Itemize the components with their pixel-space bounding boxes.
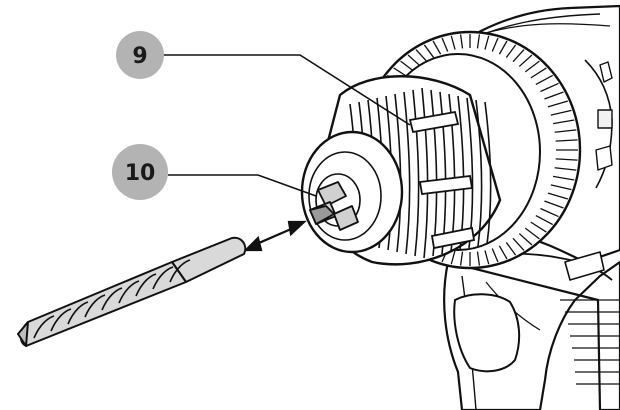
sleeve-rib (403, 91, 411, 255)
collar-rib (512, 237, 525, 251)
collar-rib (555, 158, 578, 161)
collar-rib (459, 34, 464, 49)
collar-rib (484, 250, 490, 265)
collar-rib (505, 44, 517, 58)
collar-rib (441, 37, 449, 52)
chuck-nose (300, 130, 404, 254)
collar-rib (524, 60, 540, 73)
collar-rib (554, 129, 577, 133)
sleeve-rib (421, 87, 429, 259)
bit-flute (169, 259, 191, 283)
bit-flute (67, 301, 89, 325)
collar-rib (550, 184, 572, 191)
collar-rib (544, 91, 564, 100)
collar-rib (407, 54, 422, 67)
bit-flute (118, 280, 140, 304)
bit-flute (84, 294, 106, 318)
collar-rib (498, 245, 508, 260)
collar-rib (491, 248, 499, 263)
callout-10-label: 10 (125, 161, 156, 186)
callout-10: 10 (112, 144, 168, 200)
collar-rib (476, 34, 481, 49)
collar-rib (535, 214, 554, 226)
sleeve-rib (484, 101, 492, 245)
sleeve-rib (412, 89, 420, 257)
collar-rib (518, 233, 533, 246)
chuck-jaws (309, 181, 359, 231)
bit-flute (152, 266, 174, 290)
drill-bit (17, 236, 247, 347)
collar-rib (505, 242, 517, 256)
collar-rib (554, 167, 577, 171)
collar-rib (555, 139, 578, 142)
collar-rib (530, 67, 547, 79)
collar-rib (530, 221, 547, 233)
callout-9: 9 (116, 31, 164, 79)
collar-rib (415, 49, 428, 63)
sleeve-rib (475, 99, 483, 247)
collar-rib (512, 49, 525, 63)
collar-rib (540, 82, 559, 93)
leader-lines (162, 54, 411, 197)
callout-9-label: 9 (132, 44, 147, 69)
bit-flute (33, 315, 55, 339)
collar-rib (491, 37, 499, 52)
collar-rib (484, 35, 490, 50)
collar-rib (552, 175, 575, 181)
collar-rib (544, 200, 564, 209)
collar-rib (518, 54, 533, 67)
collar-rib (450, 250, 456, 265)
collar-rib (524, 227, 540, 240)
collar-rib (547, 192, 569, 200)
collar-rib (423, 44, 435, 58)
collar-rib (432, 40, 442, 55)
collar-rib (547, 100, 569, 108)
double-arrow-icon (243, 220, 307, 252)
collar-rib (498, 40, 508, 55)
collar-rib (476, 251, 481, 266)
collar-rib (550, 109, 572, 116)
bit-flute (101, 287, 123, 311)
collar-rib (552, 119, 575, 125)
collar-rib (535, 74, 554, 86)
bit-flute (135, 273, 157, 297)
bit-flute (50, 308, 72, 332)
collar-rib (450, 35, 456, 50)
collar-rib (459, 251, 464, 266)
collar-rib (540, 207, 559, 218)
